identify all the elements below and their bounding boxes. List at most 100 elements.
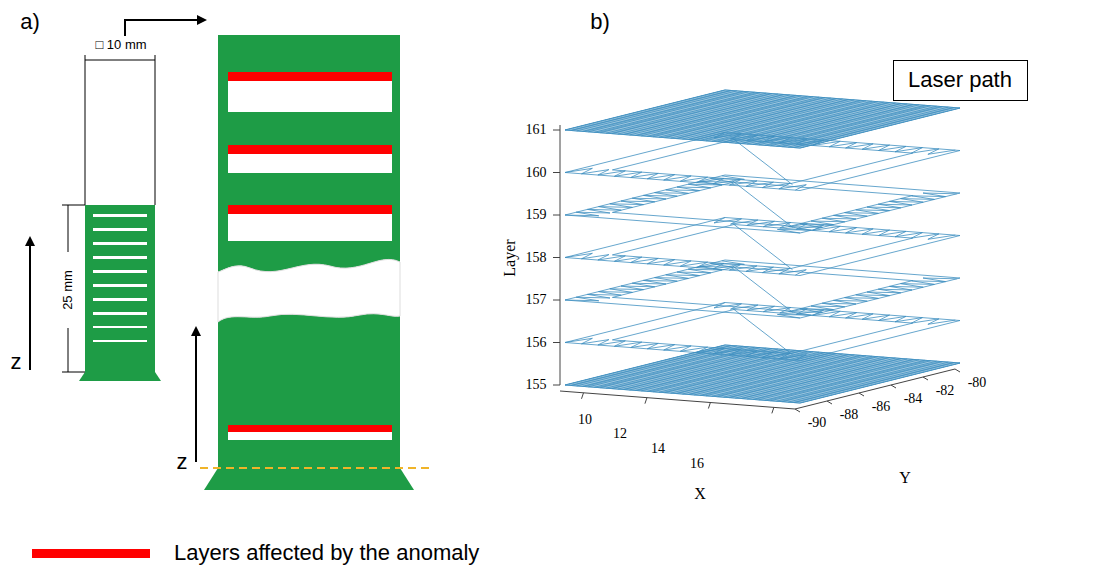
void-slot: [93, 326, 147, 328]
dimension-line: [85, 60, 155, 61]
axis-tick: [553, 130, 560, 131]
tick-label: 158: [526, 250, 547, 265]
zigzag-path: [565, 253, 806, 275]
anomaly-layer: [228, 145, 392, 154]
axis-tick: [553, 257, 560, 258]
anomaly-layer: [228, 72, 392, 81]
void-slot: [228, 205, 392, 241]
hatch-line: [794, 108, 954, 148]
layer-outline: [565, 218, 960, 276]
zigzag-path: [777, 278, 956, 318]
hatch-line: [794, 363, 954, 403]
tick-label: 159: [526, 207, 547, 222]
tick-label: 10: [578, 412, 592, 427]
void-slot: [93, 270, 147, 273]
axis-title: Y: [899, 469, 911, 487]
axis-tick: [827, 401, 832, 404]
void-slot: [93, 340, 147, 342]
layer-path: [565, 303, 960, 361]
layer-axis: [560, 125, 561, 385]
tick-label: -84: [904, 391, 923, 406]
tick-label: 12: [613, 426, 627, 441]
hatch-line: [777, 106, 937, 146]
tick-label: -88: [840, 407, 859, 422]
dimension-label: □ 10 mm: [95, 38, 146, 52]
axis-tick: [708, 403, 710, 409]
void-slot: [93, 242, 147, 245]
specimen-base: [204, 468, 414, 490]
void-slot: [93, 214, 147, 217]
axis-tick: [553, 215, 560, 216]
tick-label: 155: [526, 377, 547, 392]
hatch-line: [800, 108, 960, 148]
hatch-line: [771, 106, 931, 146]
axis-tick: [955, 369, 960, 372]
void-slot: [93, 256, 147, 259]
legend-text: Layers affected by the anomaly: [174, 540, 479, 566]
axis-tick: [859, 393, 864, 396]
tick-label: -90: [808, 415, 827, 430]
hatch-line: [709, 349, 944, 367]
axis-title: Layer: [501, 239, 519, 276]
z-axis-arrow: [29, 238, 31, 370]
build-plate-line: [200, 467, 430, 469]
axis-tick: [553, 172, 560, 173]
axis-tick: [553, 342, 560, 343]
zigzag-path: [565, 168, 806, 190]
axis-tick: [582, 393, 584, 399]
axis-tick: [772, 407, 774, 413]
void-slot: [228, 145, 392, 173]
legend-row: Layers affected by the anomaly: [32, 540, 479, 566]
zigzag-path: [565, 338, 806, 360]
extension-line: [62, 372, 85, 373]
tick-label: 16: [690, 456, 704, 471]
extension-line: [62, 205, 85, 206]
tick-label: 160: [526, 165, 547, 180]
anomaly-layer: [228, 205, 392, 214]
z-axis-arrow: [195, 328, 197, 462]
hatch-line: [717, 347, 952, 365]
tick-label: -82: [936, 383, 955, 398]
void-slot: [228, 425, 392, 440]
axis-tick: [645, 398, 647, 404]
legend-swatch: [32, 549, 150, 558]
break-gap: [218, 259, 400, 322]
zigzag-path: [714, 303, 955, 325]
hatch-line: [713, 348, 948, 366]
tick-label: 156: [526, 335, 547, 350]
specimen-upper: [218, 35, 400, 272]
dimension-label: 25 mm: [61, 270, 75, 310]
enlarged-specimen: [200, 35, 430, 490]
hatch-line: [800, 363, 960, 403]
void-slot: [93, 284, 147, 287]
dimension-line: [68, 205, 69, 252]
panel-label: a): [20, 10, 40, 34]
specimen-base: [79, 372, 161, 381]
void-slot: [93, 228, 147, 231]
tick-label: -86: [872, 399, 891, 414]
tick-label: 157: [526, 292, 547, 307]
axis-label: z: [177, 450, 188, 474]
hatch-line: [782, 107, 942, 147]
small-specimen: [79, 205, 161, 381]
void-slots: [93, 214, 147, 342]
axis-title: X: [694, 485, 706, 503]
layer-path: [565, 218, 960, 276]
void-slot: [93, 298, 147, 301]
tick-label: -80: [968, 375, 987, 390]
hatch-line: [788, 362, 948, 402]
anomaly-layer: [228, 425, 392, 432]
axis-tick: [891, 385, 896, 388]
zigzag-path: [777, 193, 956, 233]
layer-scan-paths: [565, 90, 960, 403]
axis-tick: [553, 385, 560, 386]
void-slot: [228, 72, 392, 112]
zoom-arrow: [125, 20, 205, 36]
specimen-body: [85, 205, 155, 372]
void-slot: [93, 312, 147, 315]
axis-tick: [553, 300, 560, 301]
tick-label: 14: [651, 441, 665, 456]
specimen-lower: [218, 314, 400, 468]
axis-tick: [923, 377, 928, 380]
layer-outline: [565, 303, 960, 361]
